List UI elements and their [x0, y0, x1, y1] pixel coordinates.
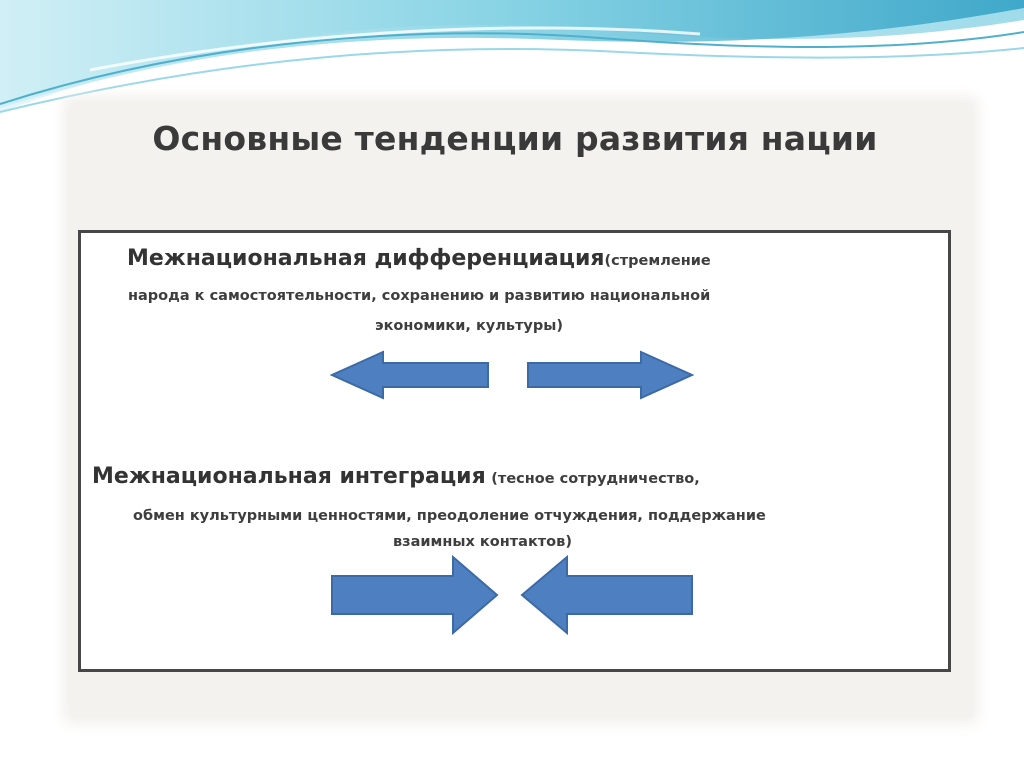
- differentiation-heading: Межнациональная дифференциация: [127, 246, 605, 271]
- integration-note-start: (тесное сотрудничество,: [491, 471, 700, 487]
- decorative-waves: [0, 0, 1024, 113]
- differentiation-note-line-3: экономики, культуры): [375, 318, 564, 334]
- slide-title: Основные тенденции развития нации: [152, 119, 878, 158]
- integration-note-line-3: взаимных контактов): [393, 534, 572, 550]
- content-frame: [78, 230, 951, 672]
- arrow-left-converging-icon: [520, 554, 693, 636]
- integration-text-line-1: Межнациональная интеграция (тесное сотру…: [92, 464, 700, 489]
- integration-heading: Межнациональная интеграция: [92, 464, 486, 489]
- arrow-right-converging-icon: [331, 554, 499, 636]
- integration-note-line-2: обмен культурными ценностями, преодолени…: [133, 508, 766, 524]
- arrow-left-icon: [329, 350, 489, 400]
- differentiation-text-line-1: Межнациональная дифференциация(стремлени…: [127, 246, 711, 271]
- differentiation-note-start: (стремление: [604, 253, 711, 269]
- differentiation-note-line-2: народа к самостоятельности, сохранению и…: [128, 288, 711, 304]
- arrow-right-icon: [527, 350, 695, 400]
